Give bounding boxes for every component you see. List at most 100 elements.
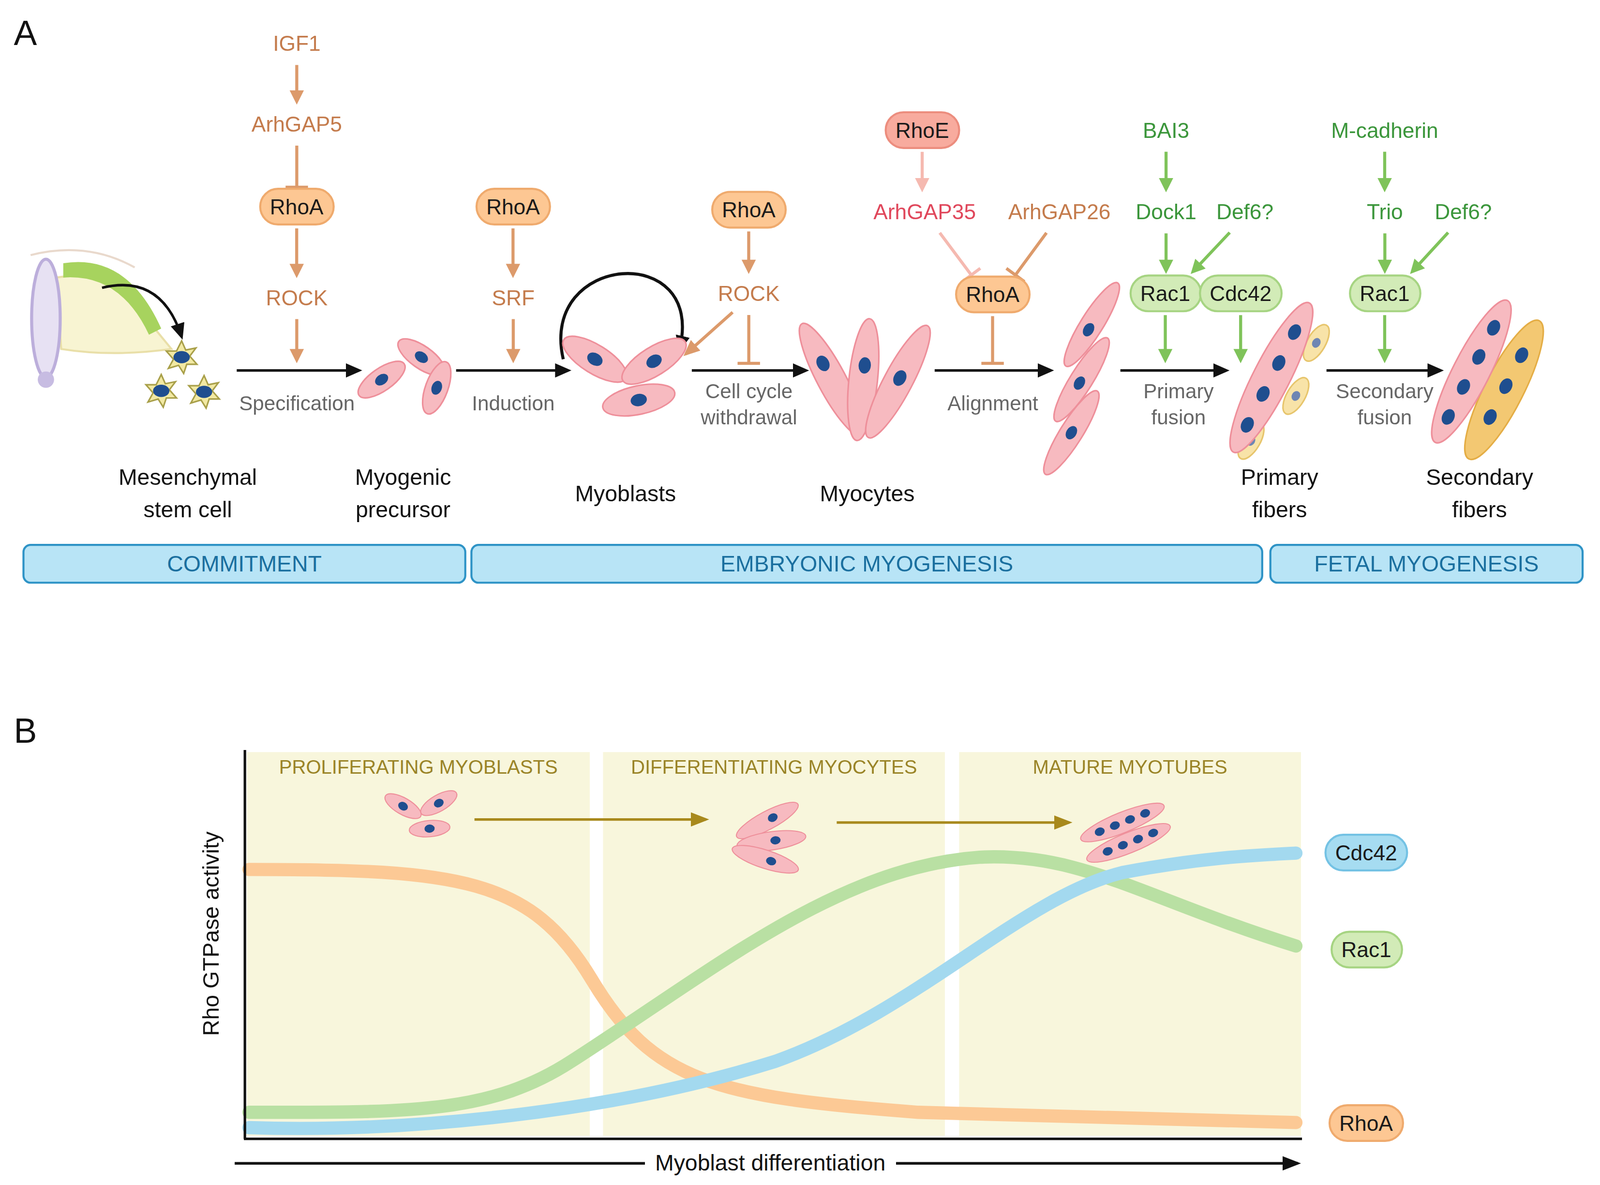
pathway-entity: BAI3 bbox=[1138, 110, 1194, 149]
panel-letter: B bbox=[13, 705, 37, 757]
activity-curves bbox=[249, 856, 1297, 1113]
process-label: Alignment bbox=[926, 363, 1060, 417]
primary-fiber bbox=[1289, 389, 1302, 403]
gtpase-pill: Cdc42 bbox=[1198, 273, 1283, 313]
activation-connector bbox=[1377, 314, 1392, 364]
secondary-fiber bbox=[1469, 346, 1489, 368]
inhibition-bar bbox=[981, 361, 1004, 365]
activation-connector bbox=[1158, 233, 1174, 274]
panel-letter: A bbox=[13, 8, 37, 59]
stem-cells bbox=[188, 375, 220, 408]
node-text: RhoA bbox=[269, 192, 324, 221]
myocyte-cells bbox=[890, 367, 910, 389]
precursor-cells bbox=[352, 331, 457, 418]
axes bbox=[243, 1137, 1302, 1140]
process-arrows bbox=[236, 369, 359, 372]
stage-icons bbox=[1131, 833, 1145, 845]
gtpase-pill: Rac1 bbox=[1348, 273, 1421, 313]
aligned-cells bbox=[1063, 423, 1080, 442]
myoblast-cells bbox=[599, 378, 678, 422]
gtpase-pill: RhoA bbox=[258, 187, 335, 226]
stem-cell-niche bbox=[37, 371, 55, 389]
secondary-fiber bbox=[1438, 406, 1458, 428]
stage-label: Myocytes bbox=[820, 477, 915, 510]
stage-label: Myogenic precursor bbox=[342, 461, 465, 527]
pathway-entity: Def6? bbox=[1430, 192, 1496, 231]
stage-icons bbox=[417, 785, 461, 821]
pathway-entity: IGF1 bbox=[269, 24, 325, 62]
axis-label: Myoblast differentiation bbox=[644, 1147, 896, 1180]
stem-cell-niche bbox=[30, 250, 182, 389]
pathway-entity: ROCK bbox=[713, 273, 784, 312]
stage-icons bbox=[1146, 827, 1160, 839]
primary-fiber bbox=[1216, 294, 1326, 461]
stage-icons bbox=[432, 796, 446, 809]
connector-line bbox=[295, 145, 299, 188]
axes bbox=[234, 749, 1302, 1164]
primary-fiber bbox=[1216, 294, 1335, 464]
stem-cells bbox=[173, 350, 191, 363]
primary-fiber bbox=[1216, 294, 1326, 461]
connector-line bbox=[511, 228, 515, 268]
activation-connector bbox=[1158, 314, 1173, 364]
connector-line bbox=[920, 151, 924, 182]
stage-icons bbox=[408, 818, 451, 839]
arrow-head bbox=[289, 263, 304, 279]
stage-icons bbox=[417, 785, 461, 821]
secondary-fiber bbox=[1419, 292, 1557, 468]
stage-icons bbox=[1108, 819, 1122, 832]
activity-curves bbox=[249, 852, 1297, 1129]
stage-icons bbox=[381, 788, 425, 823]
connector-line bbox=[1164, 233, 1168, 263]
arrow-head bbox=[1377, 178, 1392, 193]
stem-cell-niche bbox=[63, 262, 162, 335]
connector-line bbox=[295, 64, 299, 94]
stage-label: Mesenchymal stem cell bbox=[111, 461, 265, 527]
myocyte-cells bbox=[789, 316, 941, 445]
stage-icons bbox=[764, 855, 778, 867]
pathway-entity: SRF bbox=[487, 278, 539, 316]
activation-connector bbox=[1233, 314, 1248, 364]
activation-connector bbox=[1377, 151, 1392, 193]
stage-icons bbox=[1083, 816, 1175, 870]
stage-icons bbox=[474, 818, 707, 821]
activation-connector bbox=[1377, 233, 1393, 274]
aligned-cells bbox=[1035, 277, 1128, 481]
arrow-head bbox=[741, 259, 757, 275]
myocyte-cells bbox=[855, 318, 941, 445]
precursor-cells bbox=[412, 348, 431, 366]
inhibition-bar bbox=[737, 361, 760, 365]
myocyte-cells bbox=[813, 353, 833, 374]
pathway-entity: Trio bbox=[1362, 192, 1408, 231]
process-arrows bbox=[456, 369, 569, 372]
activation-connector bbox=[289, 228, 304, 279]
pathway-entity: ArhGAP5 bbox=[247, 104, 346, 143]
inhibition-connector bbox=[939, 232, 981, 282]
precursor-cells bbox=[416, 358, 457, 418]
precursor-cells bbox=[373, 371, 391, 388]
precursor-cells bbox=[352, 354, 411, 405]
primary-fiber bbox=[1310, 336, 1323, 350]
node-text: Rac1 bbox=[1341, 935, 1391, 964]
gtpase-pill: Rac1 bbox=[1330, 929, 1403, 969]
connector-line bbox=[1383, 151, 1387, 182]
node-text: M-cadherin bbox=[1330, 116, 1439, 143]
pathway-entity: Def6? bbox=[1211, 192, 1278, 231]
process-label: Induction bbox=[441, 363, 585, 417]
connector-line bbox=[1383, 233, 1387, 263]
inhibition-connector bbox=[737, 314, 760, 364]
node-text: Rac1 bbox=[1359, 279, 1410, 308]
gtpase-pill: RhoA bbox=[475, 187, 552, 226]
node-text: FETAL MYOGENESIS bbox=[1314, 550, 1539, 578]
node-text: Induction bbox=[441, 389, 585, 417]
connector-line bbox=[1163, 314, 1167, 352]
process-arrows bbox=[1326, 369, 1441, 372]
precursor-cells bbox=[352, 354, 411, 405]
stem-cell-niche bbox=[102, 284, 182, 337]
node-text: PROLIFERATING MYOBLASTS bbox=[246, 755, 590, 781]
stem-cells bbox=[146, 374, 177, 407]
process-label: Secondary fusion bbox=[1318, 363, 1451, 431]
secondary-fiber bbox=[1454, 376, 1473, 398]
primary-fiber bbox=[1269, 352, 1288, 374]
